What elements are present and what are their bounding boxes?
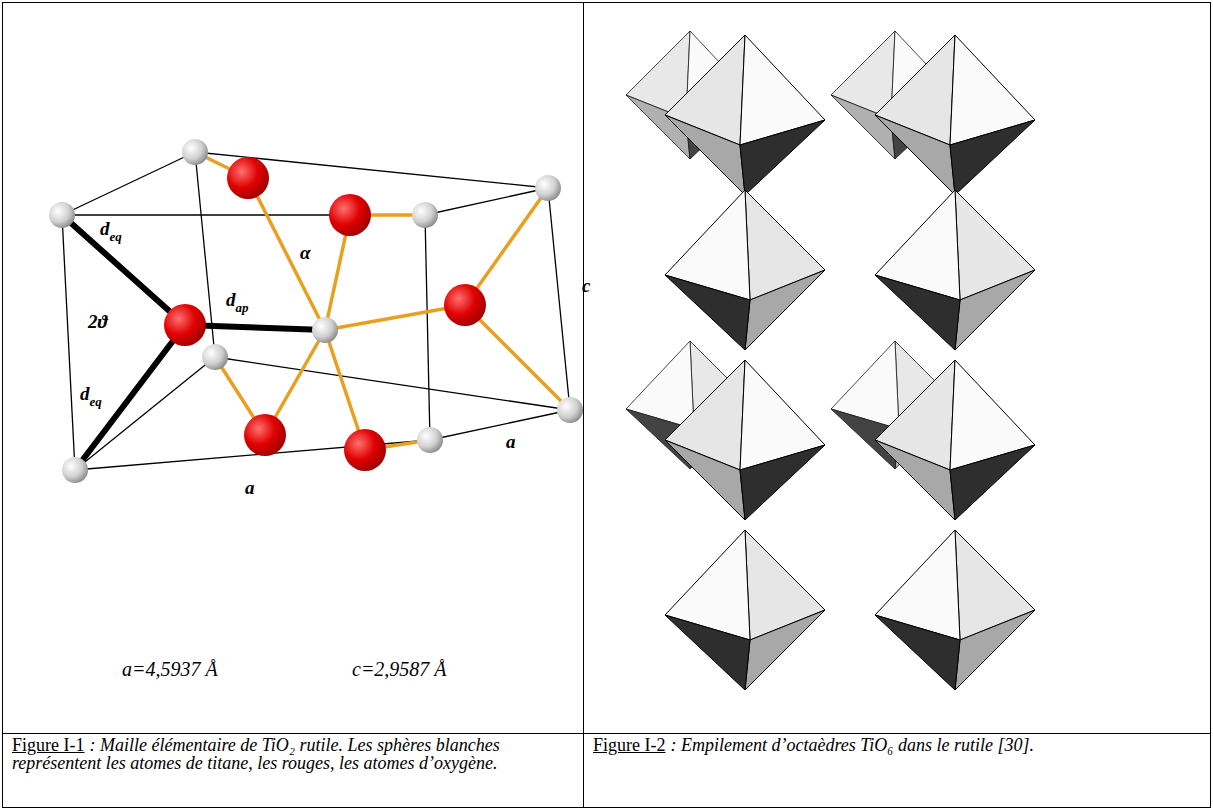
highlighted-bonds [62, 215, 325, 470]
bond-label: dap [226, 290, 249, 312]
row-divider [2, 733, 1211, 734]
caption-text: : Empilement d’octaèdres TiO₆ dans le ru… [670, 735, 1034, 755]
bond-symbol: d [226, 289, 236, 310]
figure-caption: Figure I-2: Empilement d’octaèdres TiO₆ … [593, 737, 1193, 755]
angle-label: 2ϑ [88, 312, 108, 332]
bond-subscript: eq [90, 394, 102, 409]
cell-edges [62, 152, 570, 470]
axis-label: a [506, 432, 516, 452]
column-divider [583, 2, 584, 808]
lattice-parameter: a=4,5937 Å [122, 658, 218, 680]
lattice-parameter: c=2,9587 Å [352, 658, 447, 680]
bond-subscript: ap [236, 300, 249, 315]
titanium-atoms [49, 139, 583, 483]
bond-symbol: d [100, 218, 110, 239]
caption-text: : Maille élémentaire de TiO₂ rutile. Les… [12, 735, 500, 773]
figure-number: Figure I-2 [593, 735, 665, 755]
angle-label: α [300, 243, 311, 263]
oxygen-atoms [164, 157, 486, 471]
bond-symbol: d [80, 383, 90, 404]
axis-label: a [245, 478, 255, 498]
bond-label: deq [80, 384, 102, 406]
axis-label: c [582, 276, 590, 296]
bond-label: deq [100, 219, 122, 241]
figure-caption: Figure I-1: Maille élémentaire de TiO₂ r… [12, 737, 574, 772]
bond-subscript: eq [110, 229, 122, 244]
ti-o-bonds [195, 152, 570, 450]
octahedra-stack [626, 31, 1035, 690]
figure-number: Figure I-1 [12, 735, 84, 755]
